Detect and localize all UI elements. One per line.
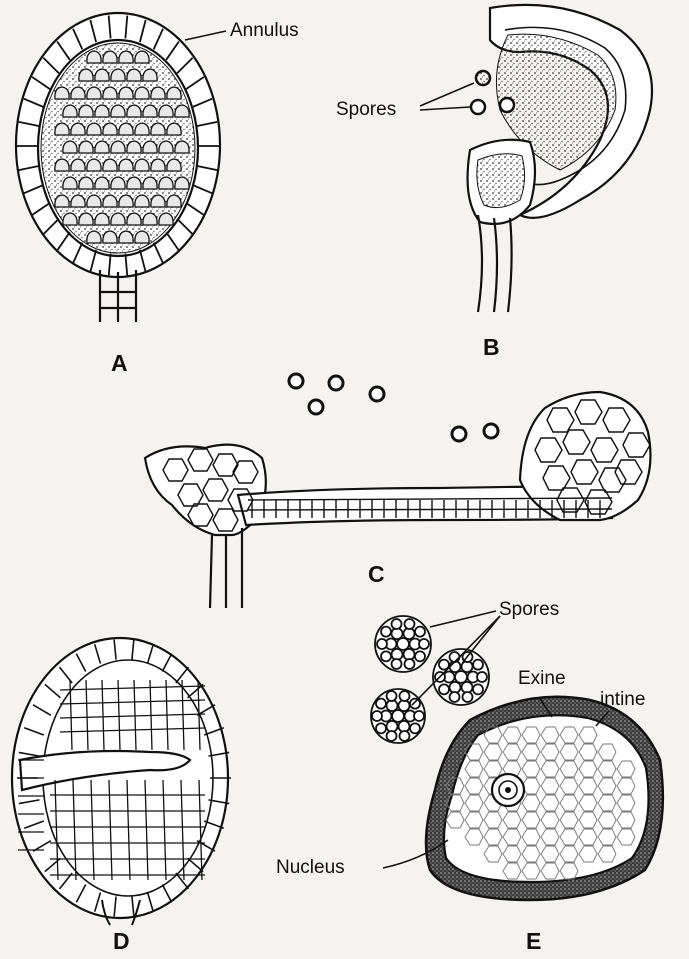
panel-letter-c: C (368, 563, 385, 586)
panel-c-sporangium (145, 392, 650, 608)
panel-letter-d: D (113, 930, 130, 953)
label-nucleus: Nucleus (276, 858, 345, 877)
label-spores-b: Spores (336, 100, 396, 119)
panel-a-sporangium (16, 13, 220, 322)
label-exine: Exine (518, 669, 566, 688)
panel-d-section (12, 638, 228, 918)
panel-letter-b: B (483, 336, 500, 359)
label-spores-e: Spores (499, 600, 559, 619)
panel-c-spores (289, 374, 498, 441)
spores-leader-b (420, 83, 474, 110)
label-annulus: Annulus (230, 21, 299, 40)
panel-e-spore (426, 697, 663, 900)
panel-b-sporangium (468, 5, 652, 312)
panel-letter-e: E (526, 930, 541, 953)
panel-letter-a: A (111, 352, 128, 375)
label-intine: intine (600, 690, 645, 709)
annulus-leader (185, 31, 226, 40)
